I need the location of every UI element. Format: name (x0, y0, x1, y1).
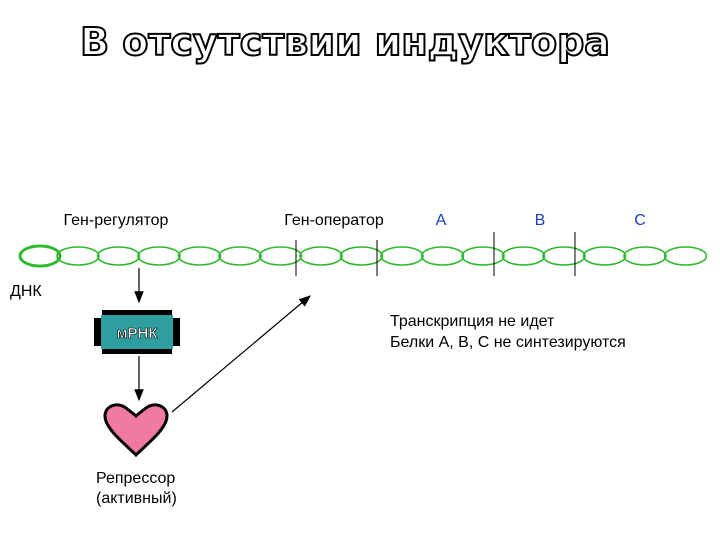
dna-link (420, 246, 465, 266)
dna-strand (18, 244, 708, 268)
dna-link (137, 246, 181, 266)
label-gene-b: В (535, 212, 546, 229)
repressor-heart-icon (103, 403, 169, 458)
dna-link (96, 246, 141, 266)
note-no-transcription: Транскрипция не идет (390, 313, 555, 330)
slide-title: В отсутствии индуктора (80, 20, 610, 64)
dna-link (380, 246, 424, 266)
dna-link (501, 246, 546, 266)
dna-link (218, 246, 262, 266)
label-gene-a: А (436, 212, 447, 229)
dna-link (177, 246, 222, 266)
mrna-label: мРНК (116, 325, 158, 342)
dna-link (623, 246, 667, 266)
label-regulator-gene: Ген-регулятор (64, 212, 169, 229)
label-dna: ДНК (10, 283, 42, 300)
dna-link-start (18, 244, 62, 268)
note-no-proteins: Белки А, В, С не синтезируются (390, 334, 626, 351)
dna-link (461, 246, 505, 266)
dna-link (542, 246, 586, 266)
label-operator-gene: Ген-оператор (284, 212, 384, 229)
dna-link (258, 246, 303, 266)
dna-link (582, 246, 627, 266)
arrow-repressor-to-operator (171, 295, 311, 413)
label-repressor-state: (активный) (96, 490, 177, 507)
dna-link (56, 246, 100, 266)
label-gene-c: С (634, 212, 646, 229)
dna-link (339, 246, 384, 266)
mrna-box (101, 315, 173, 349)
dna-link (299, 246, 343, 266)
label-repressor: Репрессор (96, 470, 175, 487)
dna-link (663, 246, 708, 266)
